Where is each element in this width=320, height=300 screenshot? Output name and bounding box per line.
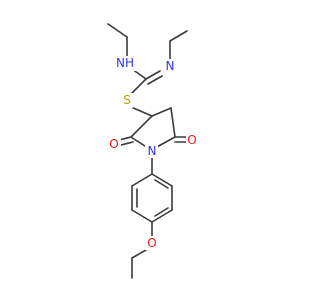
bond-ph-4: [131, 209, 153, 223]
imine-n-label: N: [166, 59, 175, 73]
bond-c-n-double-a: [145, 70, 161, 80]
bond-ph-1: [151, 173, 173, 187]
carbonyl-o-right-label: O: [187, 133, 196, 147]
imide-n-label: N: [148, 144, 157, 158]
bond-s-ring: [130, 106, 153, 117]
carbonyl-o-left-label: O: [109, 137, 118, 151]
bond-c-n-double-b: [147, 75, 163, 85]
sulfur-label: S: [123, 93, 131, 107]
atom-labels: NH N S N O O O: [108, 56, 199, 250]
bond-ring-c4-c5: [170, 107, 176, 138]
bond-ph-inner-1: [154, 179, 169, 189]
ether-o-label: O: [147, 236, 156, 250]
bond-co-left-b: [120, 141, 134, 146]
bond-nh-ethyl-ch3: [107, 23, 128, 38]
bond-c-s: [130, 78, 147, 95]
bond-imine-ethyl-ch3: [169, 30, 188, 42]
bonds: [107, 23, 188, 279]
bond-ph-6: [131, 173, 153, 187]
bond-ph-3: [151, 209, 173, 223]
amine-nh-label: NH: [116, 56, 134, 70]
bond-ring-c5-n: [154, 136, 176, 149]
bond-o-ch2: [131, 249, 147, 259]
bond-ring-c3-c4: [151, 107, 172, 117]
bond-ph-inner-2: [154, 207, 169, 217]
molecule-structure-diagram: NH N S N O O O: [107, 23, 199, 279]
bond-ring-c2-c3: [130, 115, 153, 138]
